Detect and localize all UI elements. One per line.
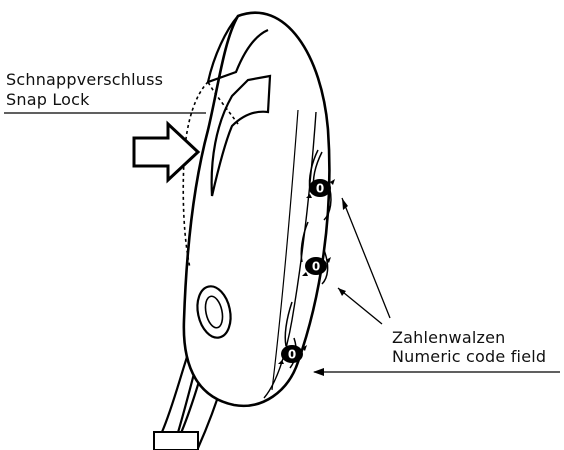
- code-field-leader-line-1: [342, 198, 390, 318]
- dial-2-digit: 0: [312, 260, 320, 274]
- code-field-label-en: Numeric code field: [392, 347, 546, 367]
- snap-lock-label-en: Snap Lock: [6, 90, 90, 110]
- snap-lock-label-de: Schnappverschluss: [6, 70, 163, 90]
- code-field-leader-line-2: [338, 288, 382, 324]
- push-direction-arrow: [134, 124, 198, 180]
- leader-arrowhead-bottom: [313, 368, 324, 376]
- leader-arrowhead-top: [342, 198, 348, 210]
- dial-3-digit: 0: [288, 348, 296, 362]
- lanyard-clip: [154, 432, 198, 450]
- leader-arrowhead-middle: [338, 288, 346, 296]
- dial-1-digit: 0: [316, 182, 324, 196]
- code-field-label-de: Zahlenwalzen: [392, 328, 505, 348]
